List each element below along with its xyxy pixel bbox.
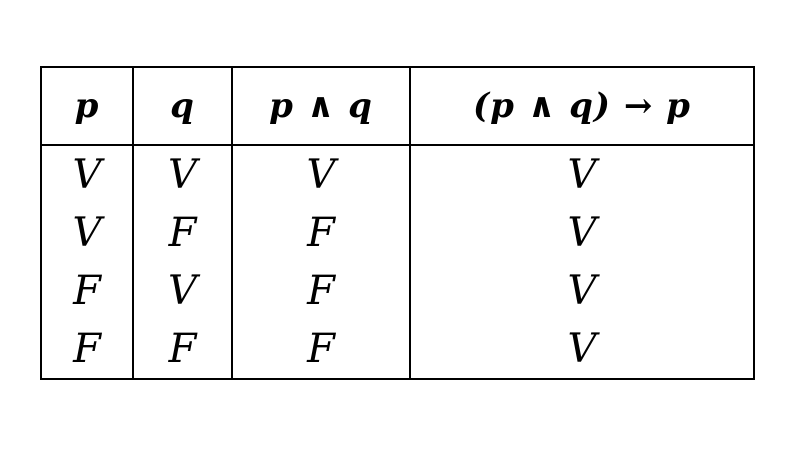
cell-r1-p: V xyxy=(72,210,102,256)
cell-r3-impl: V xyxy=(409,320,754,379)
cell-r0-pq: V xyxy=(231,145,410,204)
truth-table-body: V V V V V F F V F V F V F F F V xyxy=(41,145,754,379)
cell-r3-pq: F xyxy=(231,320,410,379)
table-row: V V V V xyxy=(41,145,754,204)
header-cell-implication: (p ∧ q) → p xyxy=(409,67,754,146)
cell-r1-pq: F xyxy=(231,204,410,262)
cell-r2-p: F xyxy=(73,268,101,314)
header-cell-p: p xyxy=(41,67,133,146)
truth-table: p q p ∧ q (p ∧ q) → p V V V V V F F V F … xyxy=(40,66,755,380)
cell-r3-q: F xyxy=(132,320,232,379)
cell-r1-impl: V xyxy=(409,204,754,262)
cell-r3-p: F xyxy=(73,326,101,372)
cell-r2-impl: V xyxy=(409,262,754,320)
header-cell-p-and-q: p ∧ q xyxy=(231,67,410,146)
cell-r2-pq: F xyxy=(231,262,410,320)
cell-r0-q: V xyxy=(132,145,232,204)
header-cell-q: q xyxy=(132,67,232,146)
truth-table-header-row: p q p ∧ q (p ∧ q) → p xyxy=(41,67,754,146)
table-row: F V F V xyxy=(41,262,754,320)
cell-r2-q: V xyxy=(132,262,232,320)
cell-r0-impl: V xyxy=(409,145,754,204)
table-row: V F F V xyxy=(41,204,754,262)
cell-r1-q: F xyxy=(132,204,232,262)
cell-r0-p: V xyxy=(72,152,102,198)
table-row: F F F V xyxy=(41,320,754,379)
